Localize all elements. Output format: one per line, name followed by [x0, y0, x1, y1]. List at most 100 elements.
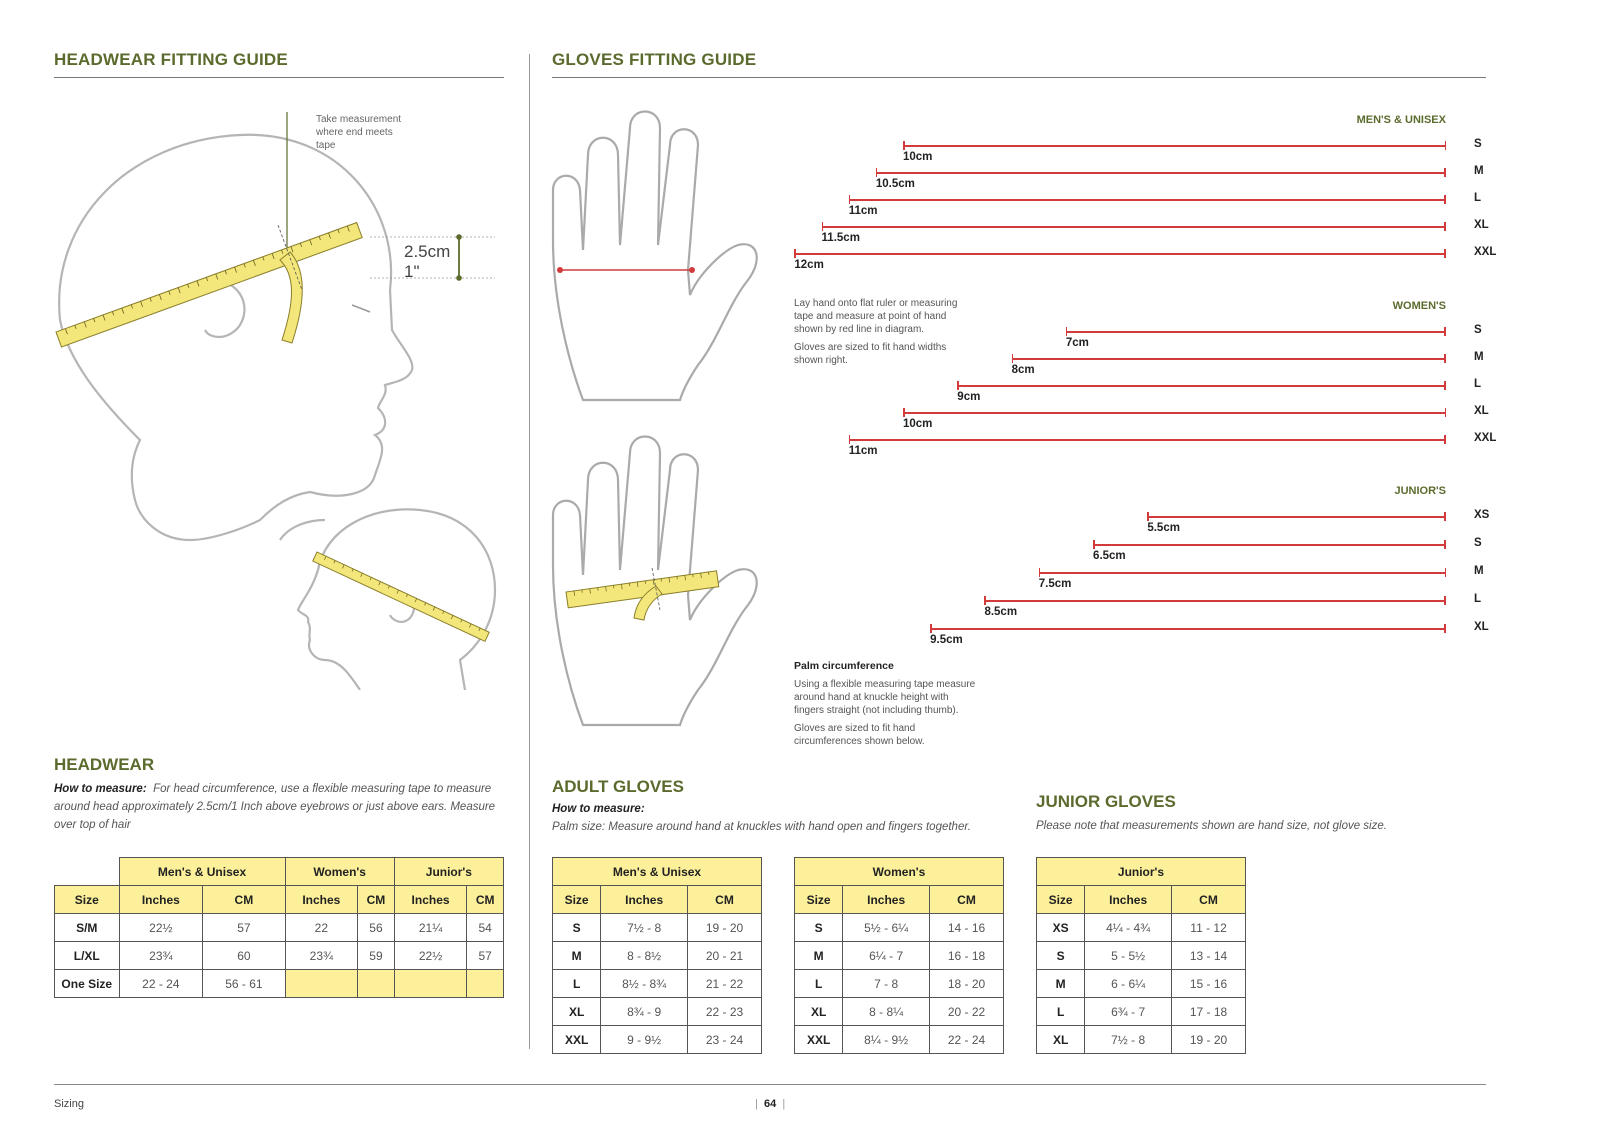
- line-end-cap: [848, 435, 851, 444]
- size-width-line: [1065, 327, 1446, 336]
- width-value-label: 9cm: [957, 391, 981, 403]
- table-cell: 13 - 14: [1171, 941, 1246, 970]
- note-line: shown by red line in diagram.: [794, 324, 925, 335]
- table-cell: S: [551, 913, 602, 942]
- size-label: L: [1474, 593, 1482, 605]
- size-label: M: [1474, 165, 1484, 177]
- offset-label: 2.5cm 1": [404, 242, 450, 282]
- size-width-line: [1093, 540, 1446, 549]
- table-header: CM: [202, 885, 286, 914]
- gloves-guide-title: GLOVES FITTING GUIDE: [552, 50, 757, 69]
- table-cell: 6¼ - 7: [842, 941, 931, 970]
- column-divider: [529, 54, 530, 1049]
- note-line: Gloves are sized to fit hand widths: [794, 342, 947, 353]
- size-label: XXL: [1474, 246, 1497, 258]
- size-group-label: JUNIOR'S: [1394, 485, 1446, 497]
- measurement-callout: Take measurement where end meets tape: [316, 113, 401, 152]
- table-cell: 22 - 24: [929, 1025, 1004, 1054]
- table-group-header: Junior's: [1036, 857, 1246, 886]
- table-cell: XL: [793, 997, 844, 1026]
- table-cell: 14 - 16: [929, 913, 1004, 942]
- size-width-line: [794, 249, 1446, 258]
- table-cell: 54: [466, 913, 504, 942]
- table-cell: 4¼ - 4¾: [1084, 913, 1173, 942]
- callout-line: tape: [316, 140, 336, 151]
- size-group-label: MEN'S & UNISEX: [1356, 114, 1446, 126]
- width-value-label: 12cm: [794, 259, 824, 271]
- junior-gloves-title: JUNIOR GLOVES: [1036, 792, 1176, 811]
- line-end-cap: [1444, 249, 1446, 258]
- offset-in: 1": [404, 262, 420, 281]
- width-value-label: 9.5cm: [930, 634, 963, 646]
- headwear-title: HEADWEAR: [54, 755, 155, 774]
- line-end-cap: [875, 168, 878, 177]
- table-header: Inches: [118, 885, 204, 914]
- size-width-line: [903, 408, 1446, 417]
- line-end-cap: [1444, 596, 1446, 605]
- offset-cm: 2.5cm: [404, 242, 451, 261]
- divider: [54, 77, 504, 78]
- width-value-label: 6.5cm: [1093, 550, 1126, 562]
- hand-measurement-illustration: [551, 110, 758, 727]
- width-value-label: 5.5cm: [1147, 522, 1180, 534]
- note-line: Using a flexible measuring tape measure: [794, 679, 976, 690]
- table-cell: 7½ - 8: [600, 913, 689, 942]
- table-cell: XL: [1035, 1025, 1086, 1054]
- size-width-line: [1147, 512, 1446, 521]
- line-end-cap: [1065, 327, 1068, 336]
- table-cell: One Size: [54, 969, 120, 998]
- table-cell: 59: [357, 941, 395, 970]
- table-header: CM: [357, 885, 395, 914]
- size-width-line: [1011, 354, 1446, 363]
- table-group-header: Men's & Unisex: [118, 857, 286, 886]
- width-value-label: 8cm: [1011, 364, 1035, 376]
- table-cell: 6 - 6¼: [1084, 969, 1173, 998]
- table-header: Inches: [842, 885, 931, 914]
- adult-gloves-how-to: How to measure: Palm size: Measure aroun…: [552, 800, 1012, 836]
- how-text: For head circumference, use a flexible m…: [54, 783, 496, 831]
- size-label: XS: [1474, 509, 1490, 521]
- table-cell: S: [1035, 941, 1086, 970]
- note-line: fingers straight (not including thumb).: [794, 705, 959, 716]
- table-cell: L: [793, 969, 844, 998]
- line-end-cap: [1444, 141, 1446, 150]
- line-end-cap: [930, 624, 932, 633]
- table-header: Size: [551, 885, 602, 914]
- table-cell: 18 - 20: [929, 969, 1004, 998]
- width-value-label: 10cm: [903, 418, 933, 430]
- line-end-cap: [1444, 222, 1446, 231]
- table-header: CM: [687, 885, 762, 914]
- divider: [552, 77, 1486, 78]
- table-header: CM: [929, 885, 1004, 914]
- table-header: Size: [1035, 885, 1086, 914]
- callout-line: Take measurement: [316, 114, 402, 125]
- width-value-label: 11.5cm: [821, 232, 860, 244]
- table-row: L/XL 23¾ 60 23¾ 59 22½ 57: [54, 941, 504, 970]
- table-cell: 22½: [393, 941, 468, 970]
- line-end-cap: [903, 408, 905, 417]
- page-number-bar: | 64 |: [755, 1098, 786, 1110]
- width-value-label: 7.5cm: [1038, 578, 1072, 590]
- size-label: XL: [1474, 621, 1489, 633]
- line-end-cap: [1147, 512, 1149, 521]
- table-header: Size: [793, 885, 844, 914]
- table-cell: 8½ - 8¾: [600, 969, 689, 998]
- table-cell: M: [551, 941, 602, 970]
- table-cell: [466, 969, 504, 998]
- note-line: circumferences shown below.: [794, 736, 925, 747]
- table-cell: 6¾ - 7: [1084, 997, 1173, 1026]
- table-cell: 23 - 24: [687, 1025, 762, 1054]
- table-row: S/M 22½ 57 22 56 21¼ 54: [54, 913, 504, 942]
- table-cell: XL: [551, 997, 602, 1026]
- table-cell: 56 - 61: [202, 969, 286, 998]
- table-cell: XXL: [551, 1025, 602, 1054]
- line-end-cap: [1038, 568, 1041, 577]
